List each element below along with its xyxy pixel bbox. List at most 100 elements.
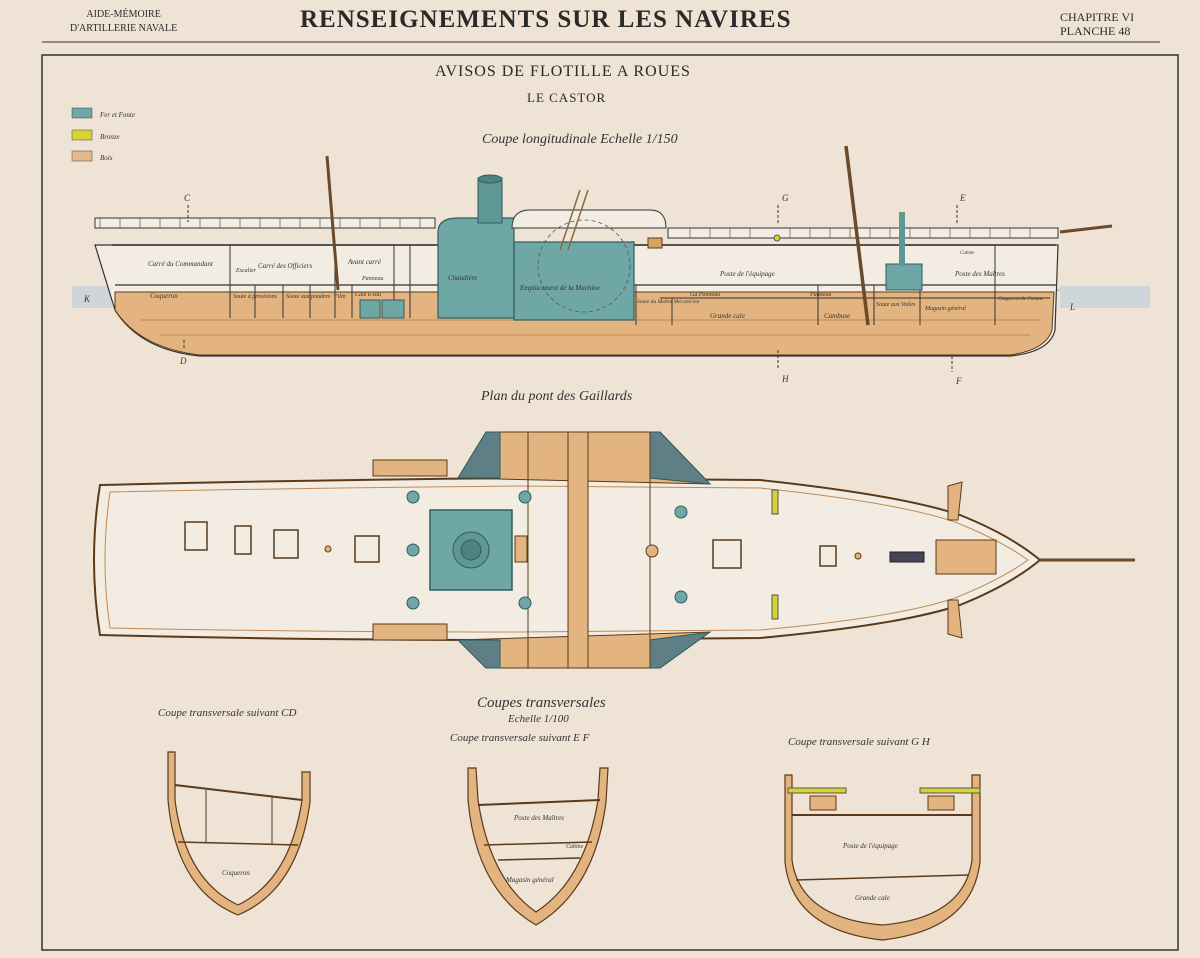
deck-plan-caption: Plan du pont des Gaillards xyxy=(480,389,633,404)
ship-type: AVISOS DE FLOTILLE A ROUES xyxy=(435,63,691,80)
vent xyxy=(406,596,420,610)
room-poste-equipage: Poste de l'équipage xyxy=(719,270,775,278)
gangway xyxy=(567,431,589,669)
section-cd-caption: Coupe transversale suivant CD xyxy=(158,707,296,719)
gh-bottom-label: Grande cale xyxy=(855,894,890,902)
hatch xyxy=(234,525,252,555)
water-tank xyxy=(381,299,405,319)
room-escalier: Escalier xyxy=(235,268,257,274)
header-left: AIDE-MÉMOIRE D'ARTILLERIE NAVALE xyxy=(70,8,177,36)
tank-fore xyxy=(885,263,923,291)
side-box xyxy=(372,459,448,477)
header-left-line2: D'ARTILLERIE NAVALE xyxy=(70,23,178,34)
gh-hull xyxy=(784,774,981,941)
ef-bottom-label: Magasin général xyxy=(505,876,554,884)
bronze-fitting xyxy=(773,234,781,242)
marker-c: C xyxy=(184,193,191,203)
water-left xyxy=(72,286,112,308)
vent xyxy=(406,490,420,504)
transversal-scale: Echelle 1/100 xyxy=(507,713,569,725)
deck-plan xyxy=(93,431,1135,669)
deck-inner-line xyxy=(104,485,1029,633)
cd-hull xyxy=(167,751,311,916)
paddle-wheel xyxy=(537,219,631,313)
cannon xyxy=(787,787,847,794)
vent xyxy=(406,543,420,557)
marker-l: L xyxy=(1069,302,1075,312)
ef-side-label: Cabine xyxy=(566,844,584,850)
page-title: RENSEIGNEMENTS SUR LES NAVIRES xyxy=(300,6,792,33)
rail-stanchions-aft xyxy=(99,218,421,228)
room-poste-maitres: Poste des Maîtres xyxy=(954,270,1005,278)
room-chaudiere: Chaudière xyxy=(448,274,477,282)
deck-light xyxy=(854,552,862,560)
room-soute-poudres: Soute aux poudres xyxy=(286,294,331,300)
bulwark-fore xyxy=(667,227,1059,239)
marker-g: G xyxy=(782,193,789,203)
plate-frame xyxy=(41,54,1179,951)
ef-hull xyxy=(467,767,609,926)
vent xyxy=(518,490,532,504)
plate-number: PLANCHE 48 xyxy=(1060,24,1131,38)
ship-name: LE CASTOR xyxy=(527,90,607,105)
vent xyxy=(518,596,532,610)
capstan xyxy=(647,237,663,249)
cd-room-label: Coqueron xyxy=(222,869,250,877)
legend-label-wood: Bois xyxy=(100,154,113,162)
ef-top-label: Poste des Maîtres xyxy=(513,814,564,822)
gh-top-label: Poste de l'équipage xyxy=(842,842,898,850)
room-magasin-general: Magasin général xyxy=(924,306,966,312)
rail-stanchions-fore xyxy=(689,228,1031,238)
marker-k: K xyxy=(83,294,91,304)
foremast xyxy=(844,145,870,326)
section-ef: Poste des Maîtres Cabine Magasin général xyxy=(467,767,609,926)
hatch xyxy=(354,535,380,563)
hull-bottom-wood xyxy=(114,291,1055,356)
section-gh-caption: Coupe transversale suivant G H xyxy=(788,736,931,748)
room-carre-commandant: Carré du Commandant xyxy=(148,260,214,268)
deck-light xyxy=(324,545,332,553)
room-cambuse: Cambuse xyxy=(824,312,850,320)
bowsprit xyxy=(1059,224,1113,234)
ef-lower-deck xyxy=(497,857,581,861)
hatch xyxy=(273,529,299,559)
room-filin: Filin xyxy=(333,294,346,300)
capstan-plan xyxy=(645,544,659,558)
room-cale-eau: Cale à eau xyxy=(355,292,381,298)
cathead xyxy=(947,481,963,521)
legend-swatch-bronze xyxy=(71,129,93,141)
ef-mid-deck xyxy=(483,841,593,846)
room-machine: Emplacement de la Machine xyxy=(519,284,600,292)
bulwark-aft xyxy=(94,217,436,229)
section-ef-caption: Coupe transversale suivant E F xyxy=(450,732,590,744)
room-carre-officiers: Carré des Officiers xyxy=(258,262,312,270)
gun-carriage xyxy=(927,795,955,811)
transversal-caption: Coupes transversales xyxy=(477,695,606,711)
vent xyxy=(674,590,688,604)
header-left-line1: AIDE-MÉMOIRE xyxy=(86,9,161,20)
sponson-iron xyxy=(649,431,712,485)
room-soute-provisions: Soute à provisions xyxy=(233,294,278,300)
marker-f: F xyxy=(955,376,962,386)
ef-deck xyxy=(477,799,601,806)
longitudinal-section: Carré du Commandant Escalier Carré des O… xyxy=(72,145,1150,386)
bronze-gun xyxy=(771,594,779,620)
room-coqueron-avant: Coqueron de l'avant xyxy=(998,296,1043,302)
marker-d: D xyxy=(179,356,187,366)
section-gh: Poste de l'équipage Grande cale xyxy=(784,774,981,941)
funnel xyxy=(477,177,503,224)
cathead xyxy=(947,599,963,639)
hatch xyxy=(819,545,837,567)
funnel-plan-inner xyxy=(460,539,482,561)
funnel-top xyxy=(477,174,503,184)
room-grande-cale: Grande cale xyxy=(710,312,745,320)
engine xyxy=(513,241,635,321)
chapter-label: CHAPITRE VI xyxy=(1060,10,1135,24)
room-cabine: Cabine xyxy=(960,251,975,256)
room-soute-voiles: Soute aux Voiles xyxy=(876,302,916,308)
bronze-gun xyxy=(771,489,779,515)
hatch xyxy=(514,535,528,563)
chain-pipe xyxy=(889,551,925,563)
sponson-iron xyxy=(457,431,501,479)
